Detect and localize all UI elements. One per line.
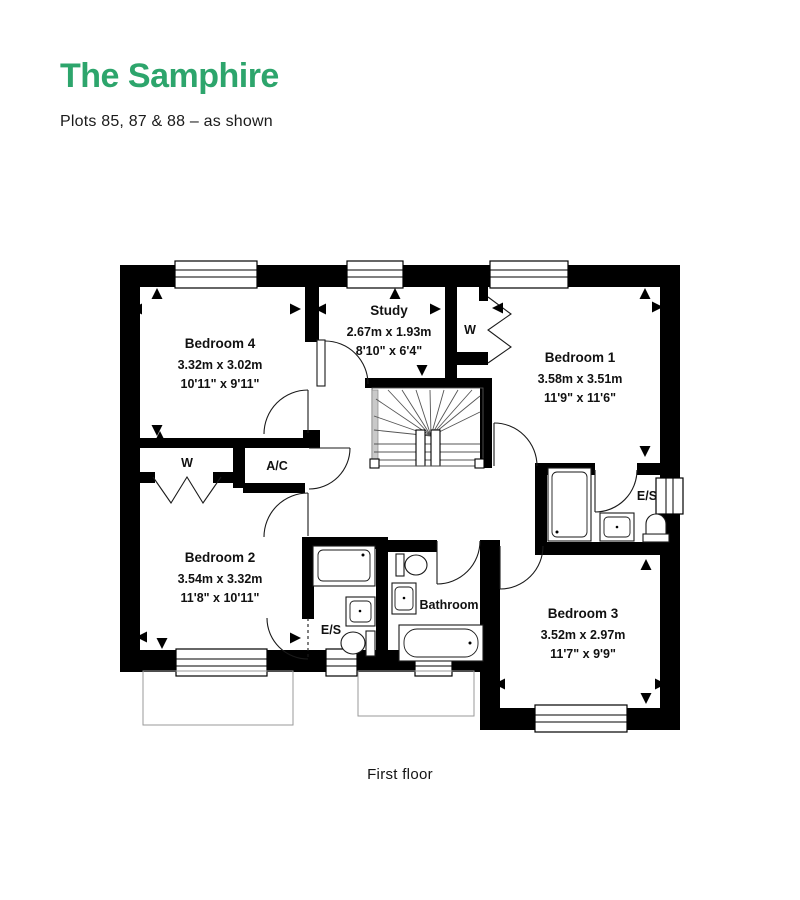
room-label-study: Study 2.67m x 1.93m 8'10" x 6'4": [347, 303, 432, 362]
room-dim-imperial: 10'11" x 9'11": [180, 377, 260, 392]
bedroom1-door: [493, 422, 538, 467]
ensuite1-toilet: [642, 513, 670, 543]
bedroom2-door: [263, 492, 309, 538]
wardrobe-label-right: W: [464, 323, 476, 337]
fixtures: [312, 467, 670, 662]
bathroom-label: Bathroom: [419, 598, 479, 612]
room-name: Bedroom 3: [547, 606, 619, 621]
ensuite1-label: E/S: [636, 489, 658, 503]
ensuite1-door: [594, 469, 638, 513]
page-title: The Samphire: [60, 57, 279, 95]
stairs: [369, 387, 485, 469]
bathroom-door: [436, 540, 481, 585]
airing-cupboard-label: A/C: [266, 459, 288, 473]
room-dim-imperial: 11'8" x 10'11": [180, 591, 260, 606]
room-dim-metric: 2.67m x 1.93m: [346, 325, 432, 339]
window-bedroom3: [534, 704, 628, 733]
window-bedroom2: [175, 648, 268, 677]
ensuite1-sink: [599, 512, 635, 542]
room-label-bedroom3: Bedroom 3 3.52m x 2.97m 11'7" x 9'9": [541, 606, 626, 665]
room-label-bedroom1: Bedroom 1 3.58m x 3.51m 11'9" x 11'6": [538, 350, 623, 409]
ensuite2-label: E/S: [320, 623, 342, 637]
bathroom-toilet: [395, 553, 428, 577]
plots-subtitle: Plots 85, 87 & 88 – as shown: [60, 113, 273, 130]
ensuite2-door: [266, 617, 309, 660]
ensuite2-shower: [312, 545, 376, 587]
bathroom-sink: [391, 582, 417, 615]
window-bedroom4: [174, 260, 258, 289]
wardrobe-bifold-bedroom1: [487, 296, 512, 364]
ensuite2-toilet: [340, 630, 376, 657]
window-bedroom1: [489, 260, 569, 289]
room-dim-metric: 3.52m x 2.97m: [540, 628, 626, 642]
airing-cupboard-door: [308, 447, 351, 490]
room-name: Bedroom 1: [544, 350, 616, 365]
room-name: Study: [370, 303, 408, 318]
room-name: Bedroom 4: [184, 336, 256, 351]
bedroom3-door: [499, 545, 544, 590]
window-ensuite2: [325, 648, 358, 677]
study-door: [316, 339, 369, 387]
dimension-arrows: [131, 288, 666, 704]
bathroom-bath: [398, 624, 484, 662]
room-label-bedroom2: Bedroom 2 3.54m x 3.32m 11'8" x 10'11": [178, 550, 263, 609]
ensuite2-sink: [345, 596, 376, 627]
floor-caption: First floor: [367, 766, 433, 783]
doors: [152, 296, 638, 660]
window-study: [346, 260, 404, 289]
wardrobe-label-left: W: [181, 456, 193, 470]
window-ensuite1: [655, 477, 684, 515]
room-dim-imperial: 11'9" x 11'6": [543, 391, 617, 406]
room-label-bedroom4: Bedroom 4 3.32m x 3.02m 10'11" x 9'11": [178, 336, 263, 395]
wardrobe-bifold-bedroom2: [152, 475, 222, 505]
room-dim-metric: 3.58m x 3.51m: [537, 372, 623, 386]
room-dim-metric: 3.54m x 3.32m: [177, 572, 263, 586]
ensuite1-shower: [547, 467, 592, 542]
ground-floor-outline: [142, 670, 475, 726]
room-name: Bedroom 2: [184, 550, 256, 565]
room-dim-imperial: 8'10" x 6'4": [355, 344, 423, 359]
room-dim-metric: 3.32m x 3.02m: [177, 358, 263, 372]
room-dim-imperial: 11'7" x 9'9": [550, 647, 616, 662]
bedroom4-door: [263, 389, 309, 435]
